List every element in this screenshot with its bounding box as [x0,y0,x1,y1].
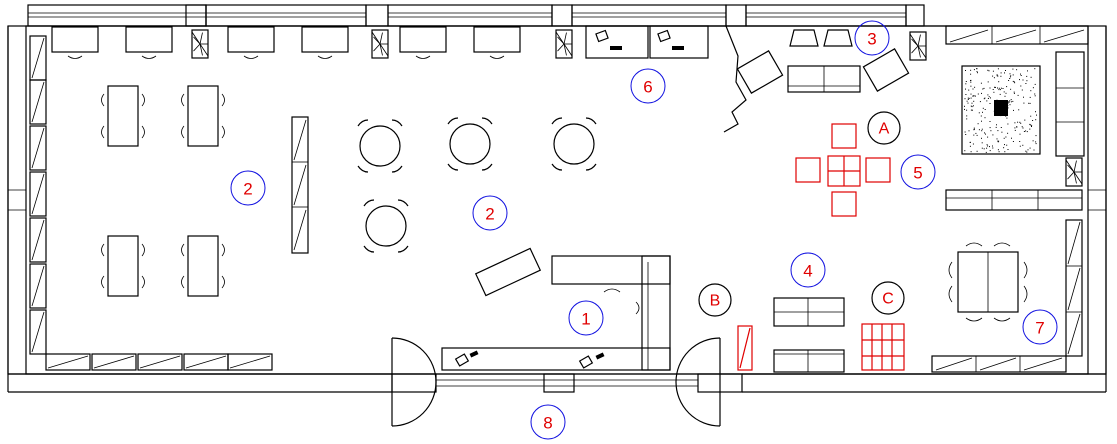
zone-marker-7[interactable]: 7 [1022,309,1058,345]
round-tables [357,117,597,253]
bookcase-left-5 [29,263,47,309]
plants [191,29,1083,187]
zone-label-4: 4 [803,262,812,281]
bookcase-left-1 [29,79,47,125]
right-upper-shelving [945,25,1089,211]
computer-desk-3 [301,26,349,53]
bookcase-left-3 [29,171,47,217]
lounge-zone3 [736,29,910,94]
low-shelf-1 [91,353,137,371]
zone4-furniture [737,297,905,373]
service-counter [441,255,671,371]
left-shelving [29,35,47,355]
point-markers: A B C [698,111,905,317]
zone-label-2a: 2 [243,180,252,199]
computer-desk-2 [227,26,275,53]
entrance-doors [391,337,743,427]
computer-desk-4 [399,26,447,53]
computer-desk-1 [125,26,173,53]
zone-marker-8[interactable]: 8 [530,404,566,440]
computer-desk-5 [473,26,521,53]
study-table-3 [187,235,219,297]
study-tables [101,85,225,297]
point-marker-b[interactable]: B [698,283,732,317]
zone-marker-1[interactable]: 1 [568,300,604,336]
top-desks [51,26,521,59]
zone-label-7: 7 [1035,319,1044,338]
stage-area [961,65,1041,155]
bookcase-left-6 [29,309,47,355]
bookcase-left-2 [29,125,47,171]
point-label-b: B [710,293,721,310]
round-table-2 [553,123,595,165]
zone-marker-2a[interactable]: 2 [230,170,266,206]
zone-label-6: 6 [643,78,652,97]
tilted-table [474,247,542,297]
study-table-0 [107,85,139,147]
zone-label-5: 5 [913,164,922,183]
zone-marker-4[interactable]: 4 [790,252,826,288]
stage-pillar [994,100,1008,116]
point-marker-a[interactable]: A [867,111,901,145]
zone-marker-5[interactable]: 5 [900,154,936,190]
round-table-3 [365,205,407,247]
computer-desk-0 [51,26,99,53]
zone6-desks [585,25,709,59]
zone-label-2b: 2 [485,205,494,224]
point-label-c: C [882,291,894,308]
study-table-2 [107,235,139,297]
zone-marker-3[interactable]: 3 [854,20,890,56]
zone-marker-6[interactable]: 6 [630,68,666,104]
point-label-a: A [879,121,890,138]
study-table-1 [187,85,219,147]
low-shelf-0 [45,353,91,371]
red-seating-zone5 [795,123,891,217]
partition [723,25,747,133]
low-shelf-4 [227,353,273,371]
zone7-furniture [931,219,1083,373]
bottom-shelves-left [45,353,273,371]
point-marker-c[interactable]: C [871,281,905,315]
zone-label-3: 3 [867,30,876,49]
divider-shelf [291,116,309,254]
low-shelf-2 [137,353,183,371]
zone-markers: 1 2 2 3 4 5 6 7 8 [230,20,1058,440]
round-table-0 [359,125,401,167]
walls [7,25,1107,393]
zone-label-1: 1 [581,310,590,329]
stage-platform [961,65,1041,155]
bookcase-left-4 [29,217,47,263]
top-windows [27,4,925,27]
zone-label-8: 8 [543,414,552,433]
round-table-1 [449,123,491,165]
zone-marker-2b[interactable]: 2 [472,195,508,231]
